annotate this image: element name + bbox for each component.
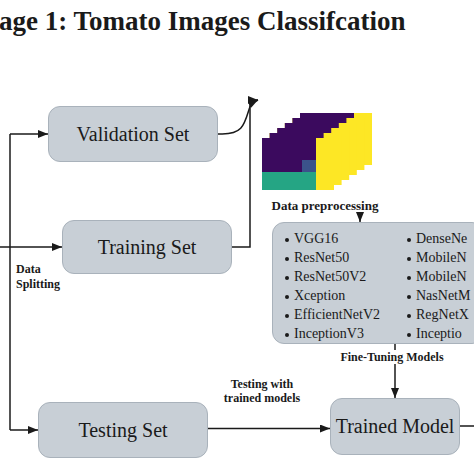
node-caption: Data preprocessing xyxy=(272,198,379,214)
heatmap-layer xyxy=(262,138,334,190)
outgoing-wire xyxy=(460,425,474,427)
split-arrow xyxy=(10,246,62,248)
connector-arrow xyxy=(232,100,258,247)
model-name: NasNetM xyxy=(416,288,470,304)
model-name: Xception xyxy=(294,288,345,304)
model-name: EfficientNetV2 xyxy=(294,307,380,323)
model-name: MobileN xyxy=(416,250,467,266)
edge-label: Testing with trained models xyxy=(222,377,302,405)
bullet-dot xyxy=(285,257,289,261)
model-name: RegNetX xyxy=(416,307,469,323)
bullet-dot xyxy=(407,333,411,337)
model-name: InceptionV3 xyxy=(294,326,364,342)
heatmap-layer xyxy=(277,128,349,180)
model-name: ResNet50 xyxy=(294,250,349,266)
model-name: MobileN xyxy=(416,269,467,285)
split-arrow xyxy=(10,133,48,135)
process-box: Validation Set xyxy=(48,106,218,162)
bullet-dot xyxy=(285,276,289,280)
preprocessing-node: Data preprocessing xyxy=(258,90,392,214)
model-name: ResNet50V2 xyxy=(294,269,366,285)
box-label: Validation Set xyxy=(77,123,190,146)
split-arrow xyxy=(10,429,38,431)
process-box: Training Set xyxy=(62,220,232,274)
box-label: Testing Set xyxy=(78,419,167,442)
process-box: Testing Set xyxy=(38,402,208,458)
bullet-dot xyxy=(407,314,411,318)
model-name: DenseNe xyxy=(416,231,467,247)
heatmap-layer xyxy=(300,113,372,165)
incoming-wire xyxy=(0,246,10,248)
split-wire xyxy=(9,134,11,430)
box-label: Training Set xyxy=(98,236,197,259)
edge-label: Fine-Tuning Models xyxy=(336,350,448,364)
diagram-title: age 1: Tomato Images Classifcation xyxy=(0,6,406,37)
connector-arrow xyxy=(359,214,361,222)
heatmap-layer xyxy=(292,118,364,170)
bullet-dot xyxy=(285,314,289,318)
heatmap-cell xyxy=(302,160,316,172)
bullet-dot xyxy=(407,238,411,242)
box-label: Trained Model xyxy=(336,415,455,438)
bullet-dot xyxy=(407,295,411,299)
bullet-dot xyxy=(285,295,289,299)
bullet-dot xyxy=(407,276,411,280)
bullet-dot xyxy=(285,238,289,242)
heatmap-layer xyxy=(270,133,342,185)
heatmap-illustration xyxy=(262,113,372,190)
model-list-box: VGG16ResNet50ResNet50V2XceptionEfficient… xyxy=(272,222,474,344)
connector-arrow xyxy=(218,100,258,134)
note-label: Data Splitting xyxy=(16,262,62,292)
process-box: Trained Model xyxy=(330,398,460,455)
bullet-dot xyxy=(407,257,411,261)
bullet-dot xyxy=(285,333,289,337)
connector-arrow xyxy=(208,428,330,430)
model-name: VGG16 xyxy=(294,231,338,247)
heatmap-layer xyxy=(285,123,357,175)
model-name: Inceptio xyxy=(416,326,462,342)
